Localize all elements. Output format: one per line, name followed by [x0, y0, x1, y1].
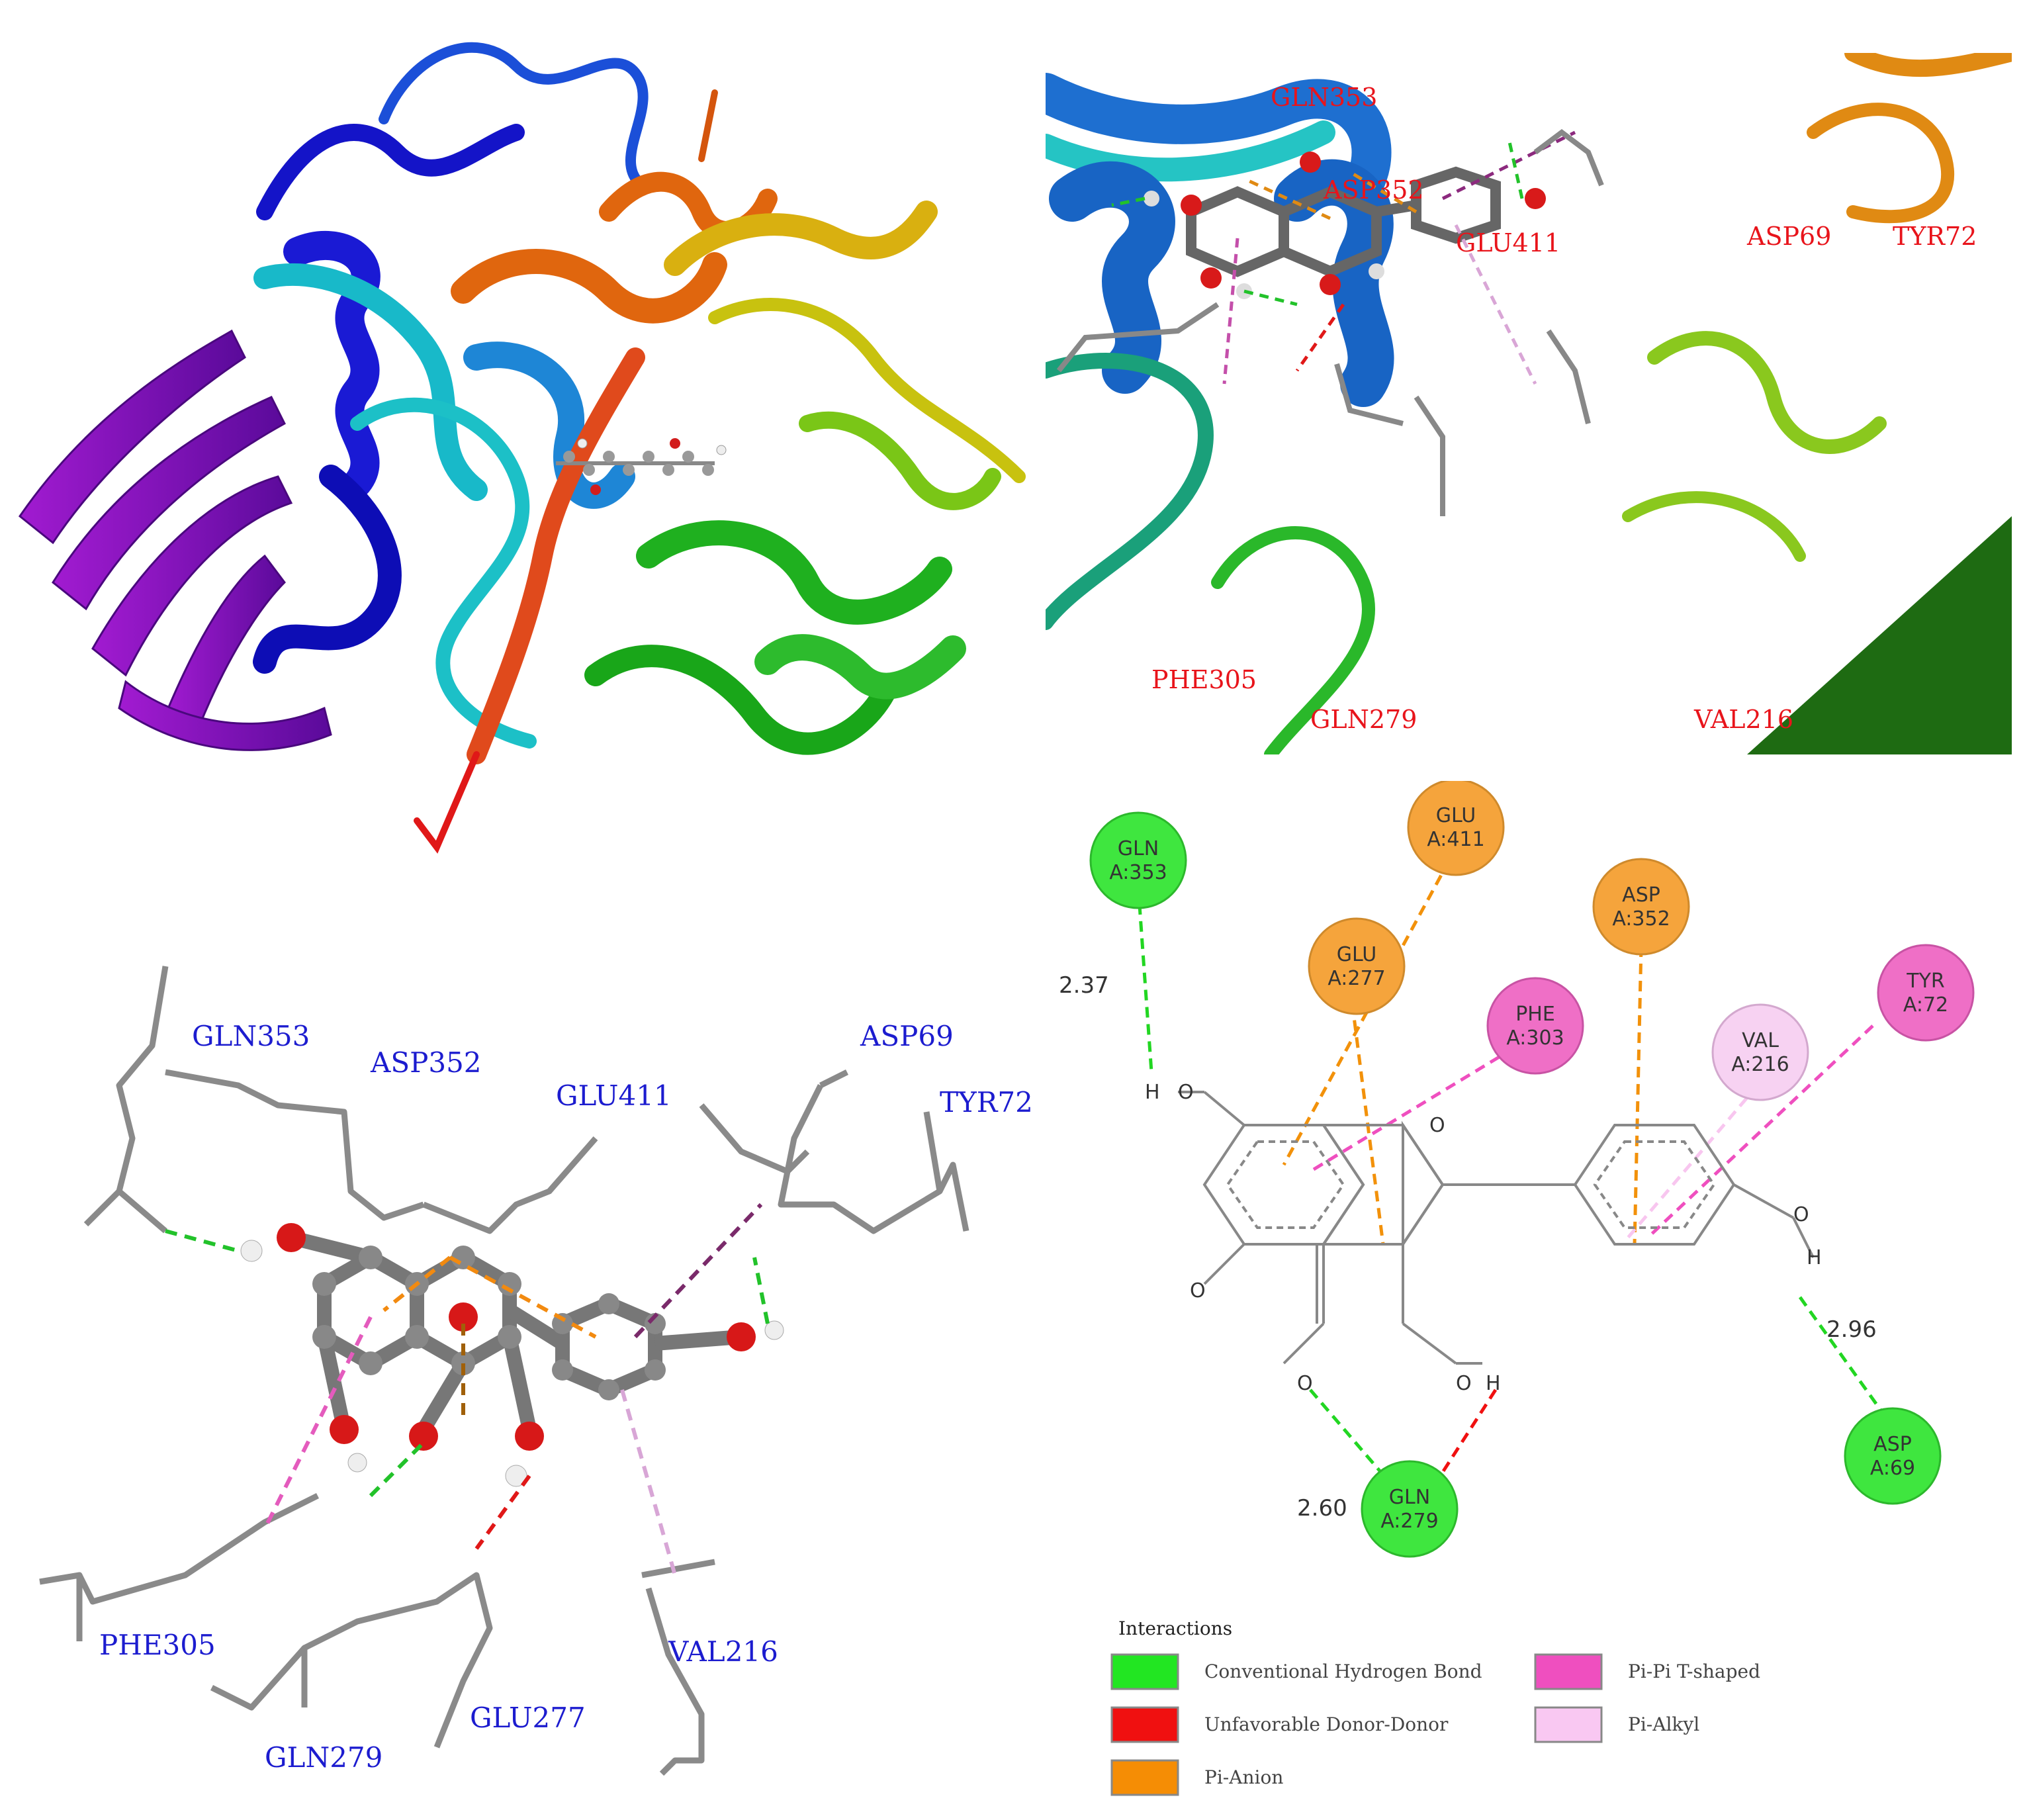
- yellow-helices: [664, 201, 1026, 483]
- stick-model-svg: GLN353 ASP352 GLU411 ASP69 TYR72 PHE305 …: [39, 966, 1032, 1776]
- legend-swatch-donor-donor: [1110, 1706, 1179, 1743]
- atom-o-gln353: O: [1178, 1081, 1194, 1104]
- stick-label-gln353: GLN353: [192, 1020, 310, 1052]
- green-helices: [584, 411, 1001, 755]
- residue-glu277-name: GLU: [1337, 943, 1376, 966]
- stick-label-asp69: ASP69: [860, 1020, 954, 1052]
- residue-val216-chain: A:216: [1731, 1053, 1789, 1076]
- stick-label-val216: VAL216: [668, 1635, 778, 1668]
- residue-phe303-name: PHE: [1515, 1003, 1555, 1026]
- interaction-lines-2d: [1136, 859, 1901, 1484]
- residue-glu277-chain: A:277: [1328, 967, 1385, 990]
- residue-gln279-chain: A:279: [1380, 1510, 1438, 1533]
- stick-label-glu277: GLU277: [470, 1702, 586, 1734]
- residue-asp352: ASP A:352: [1592, 858, 1690, 956]
- legend-swatch-pi-anion: [1110, 1759, 1179, 1796]
- residue-glu411: GLU A:411: [1407, 781, 1505, 876]
- legend-label-hbond: Conventional Hydrogen Bond: [1204, 1661, 1482, 1682]
- blue-helices: [253, 42, 649, 674]
- residue-glu411-name: GLU: [1436, 804, 1476, 827]
- residue-glu277: GLU A:277: [1308, 917, 1406, 1015]
- interaction-2d-panel: H O O O O H O O H 2.37 2.96 2.60 GLN A:3…: [1046, 781, 2012, 1800]
- residue-phe303: PHE A:303: [1486, 977, 1584, 1075]
- pocket-label-phe305: PHE305: [1151, 665, 1257, 694]
- atom-o-5: O: [1190, 1279, 1206, 1302]
- residue-asp69-name: ASP: [1873, 1433, 1912, 1456]
- legend-label-pi-alkyl: Pi-Alkyl: [1628, 1713, 1699, 1735]
- stick-residues: [39, 966, 969, 1776]
- stick-model-panel: GLN353 ASP352 GLU411 ASP69 TYR72 PHE305 …: [13, 913, 1032, 1800]
- atom-h-gln353: H: [1145, 1081, 1160, 1104]
- pocket-label-asp352: ASP352: [1323, 175, 1424, 205]
- pocket-ligand: [1186, 166, 1501, 277]
- legend-label-pi-pi: Pi-Pi T-shaped: [1628, 1661, 1760, 1682]
- stick-label-asp352: ASP352: [370, 1046, 482, 1079]
- protein-ribbon-svg: [18, 42, 1026, 854]
- legend-title: Interactions: [1118, 1617, 1232, 1639]
- green-sheet-shape: [1747, 516, 2012, 754]
- legend-label-donor-donor: Unfavorable Donor-Donor: [1204, 1713, 1449, 1735]
- ligand-skeleton-2d: [1178, 1091, 1815, 1365]
- legend-swatch-pi-pi: [1534, 1653, 1603, 1690]
- stick-label-glu411: GLU411: [556, 1079, 672, 1112]
- interaction-legend: Interactions Conventional Hydrogen Bond …: [1110, 1617, 1760, 1796]
- residue-phe303-chain: A:303: [1506, 1026, 1564, 1050]
- residue-asp69-chain: A:69: [1870, 1457, 1915, 1480]
- interaction-2d-svg: H O O O O H O O H 2.37 2.96 2.60 GLN A:3…: [1059, 781, 1975, 1796]
- binding-pocket-3d-panel: GLN353 ASP352 GLU411 ASP69 TYR72 PHE305 …: [1046, 53, 2012, 754]
- protein-ribbon-panel: [13, 13, 1032, 874]
- residue-glu411-chain: A:411: [1427, 828, 1484, 851]
- atom-o-ring: O: [1429, 1114, 1445, 1137]
- binding-pocket-svg: GLN353 ASP352 GLU411 ASP69 TYR72 PHE305 …: [1046, 53, 2012, 754]
- legend-swatch-pi-alkyl: [1534, 1706, 1603, 1743]
- cyan-helices: [253, 263, 635, 749]
- residue-gln279: GLN A:279: [1361, 1460, 1459, 1558]
- residue-val216: VAL A:216: [1711, 1003, 1809, 1101]
- residue-tyr72-chain: A:72: [1903, 993, 1948, 1017]
- stick-label-phe305: PHE305: [99, 1629, 216, 1661]
- distance-label-2: 2.96: [1826, 1316, 1877, 1343]
- purple-beta-sheet: [18, 329, 332, 751]
- distance-label-3: 2.60: [1297, 1495, 1347, 1522]
- atom-h-4prime: H: [1807, 1246, 1822, 1269]
- pocket-label-asp69: ASP69: [1746, 222, 1831, 251]
- distance-label-1: 2.37: [1059, 972, 1109, 999]
- stick-ligand-atoms: [240, 1223, 784, 1487]
- atom-o-3: O: [1456, 1372, 1472, 1395]
- pocket-residue-sticks: [1056, 129, 1604, 516]
- pocket-label-val216: VAL216: [1693, 705, 1793, 734]
- residue-asp69: ASP A:69: [1844, 1407, 1942, 1505]
- pocket-interaction-lines: [1111, 130, 1576, 385]
- stick-label-tyr72: TYR72: [940, 1086, 1032, 1118]
- atom-h-3: H: [1486, 1372, 1501, 1395]
- residue-tyr72-name: TYR: [1906, 970, 1945, 993]
- ligand-ball-stick: [556, 438, 727, 495]
- pocket-label-gln353: GLN353: [1271, 83, 1377, 112]
- residue-gln353: GLN A:353: [1089, 811, 1187, 909]
- pocket-label-tyr72: TYR72: [1893, 222, 1977, 251]
- pocket-atoms: [1144, 152, 1546, 299]
- residue-val216-name: VAL: [1742, 1029, 1779, 1052]
- residue-gln353-name: GLN: [1118, 837, 1159, 860]
- residue-gln279-name: GLN: [1389, 1486, 1430, 1509]
- atom-o-4prime: O: [1793, 1203, 1809, 1226]
- pocket-label-glu411: GLU411: [1456, 228, 1560, 257]
- residue-asp352-chain: A:352: [1612, 907, 1670, 931]
- legend-label-pi-anion: Pi-Anion: [1204, 1766, 1283, 1788]
- legend-swatch-hbond: [1110, 1653, 1179, 1690]
- pocket-label-gln279: GLN279: [1310, 705, 1417, 734]
- stick-interaction-lines: [165, 1203, 770, 1576]
- residue-tyr72: TYR A:72: [1877, 944, 1975, 1042]
- stick-label-gln279: GLN279: [265, 1741, 382, 1774]
- residue-asp352-name: ASP: [1622, 884, 1660, 907]
- residue-gln353-chain: A:353: [1109, 861, 1167, 884]
- atom-o-carbonyl: O: [1297, 1372, 1313, 1395]
